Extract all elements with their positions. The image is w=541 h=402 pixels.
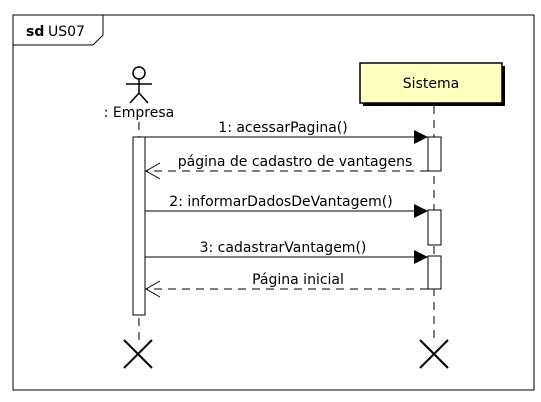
message-return-1: página de cadastro de vantagens xyxy=(144,154,428,180)
actor-activation xyxy=(132,136,146,316)
system-label: Sistema xyxy=(403,76,459,92)
message-2-label: 2: informarDadosDeVantagem() xyxy=(169,194,392,210)
participant-actor: : Empresa xyxy=(104,66,174,121)
actor-label: : Empresa xyxy=(104,105,174,121)
message-return-2: Página inicial xyxy=(144,272,428,298)
message-1-label: 1: acessarPagina() xyxy=(218,120,347,136)
message-1: 1: acessarPagina() xyxy=(145,120,428,144)
frame-keyword: sd xyxy=(26,24,44,40)
stick-figure-icon xyxy=(126,66,152,104)
frame-name: US07 xyxy=(48,24,85,40)
participant-system: Sistema xyxy=(359,62,505,106)
message-3: 3: cadastrarVantagem() xyxy=(145,240,428,264)
message-2: 2: informarDadosDeVantagem() xyxy=(145,194,428,218)
system-box xyxy=(359,62,503,104)
destroy-x-icon xyxy=(419,339,449,369)
message-3-label: 3: cadastrarVantagem() xyxy=(200,240,367,256)
open-arrowhead-icon xyxy=(144,280,161,298)
destroy-x-icon xyxy=(123,339,153,369)
system-activation-1 xyxy=(427,136,442,172)
system-activation-2 xyxy=(427,209,442,246)
sd-frame: sd US07 xyxy=(12,14,535,391)
frame-tab xyxy=(13,14,104,46)
message-return-1-label: página de cadastro de vantagens xyxy=(178,154,413,170)
system-activation-3 xyxy=(427,255,442,290)
message-return-2-label: Página inicial xyxy=(252,272,344,288)
open-arrowhead-icon xyxy=(144,162,161,180)
